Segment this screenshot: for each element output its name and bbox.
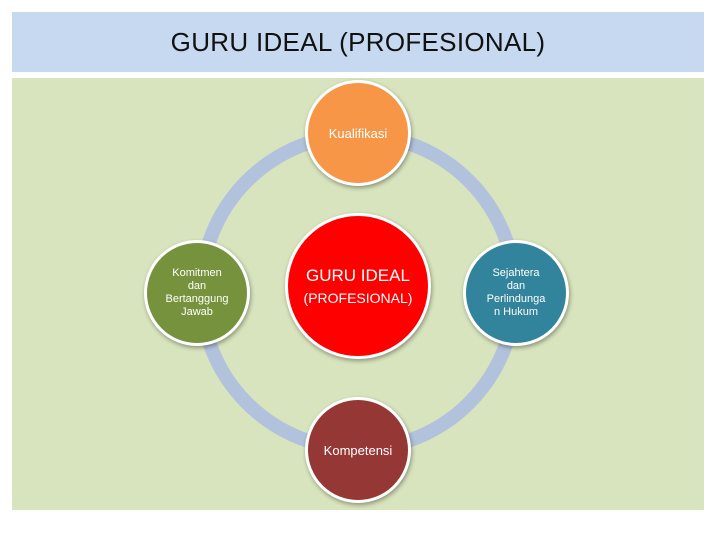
node-komitmen-line: Komitmen: [172, 267, 222, 279]
center-subtitle: (PROFESIONAL): [303, 290, 413, 306]
node-kualifikasi: Kualifikasi: [305, 80, 411, 186]
node-kompetensi: Kompetensi: [305, 397, 411, 503]
node-sejahtera-line: dan: [506, 280, 526, 292]
title-bar: GURU IDEAL (PROFESIONAL): [12, 12, 704, 72]
node-kualifikasi-label: Kualifikasi: [328, 125, 388, 141]
node-komitmen-line: Jawab: [181, 306, 213, 318]
node-komitmen-line: Bertanggung: [165, 293, 229, 305]
center-title: GURU IDEAL: [306, 266, 410, 285]
node-sejahtera-line: Perlindunga: [486, 293, 546, 305]
node-komitmen: Komitmen dan Bertanggung Jawab: [144, 240, 250, 346]
node-sejahtera-line: n Hukum: [493, 306, 539, 318]
node-komitmen-line: dan: [187, 280, 207, 292]
node-sejahtera-line: Sejahtera: [492, 267, 540, 279]
node-kompetensi-label: Kompetensi: [323, 442, 393, 458]
page-title: GURU IDEAL (PROFESIONAL): [170, 26, 546, 57]
node-sejahtera: Sejahtera dan Perlindunga n Hukum: [463, 240, 569, 346]
node-center: GURU IDEAL (PROFESIONAL): [285, 213, 431, 359]
